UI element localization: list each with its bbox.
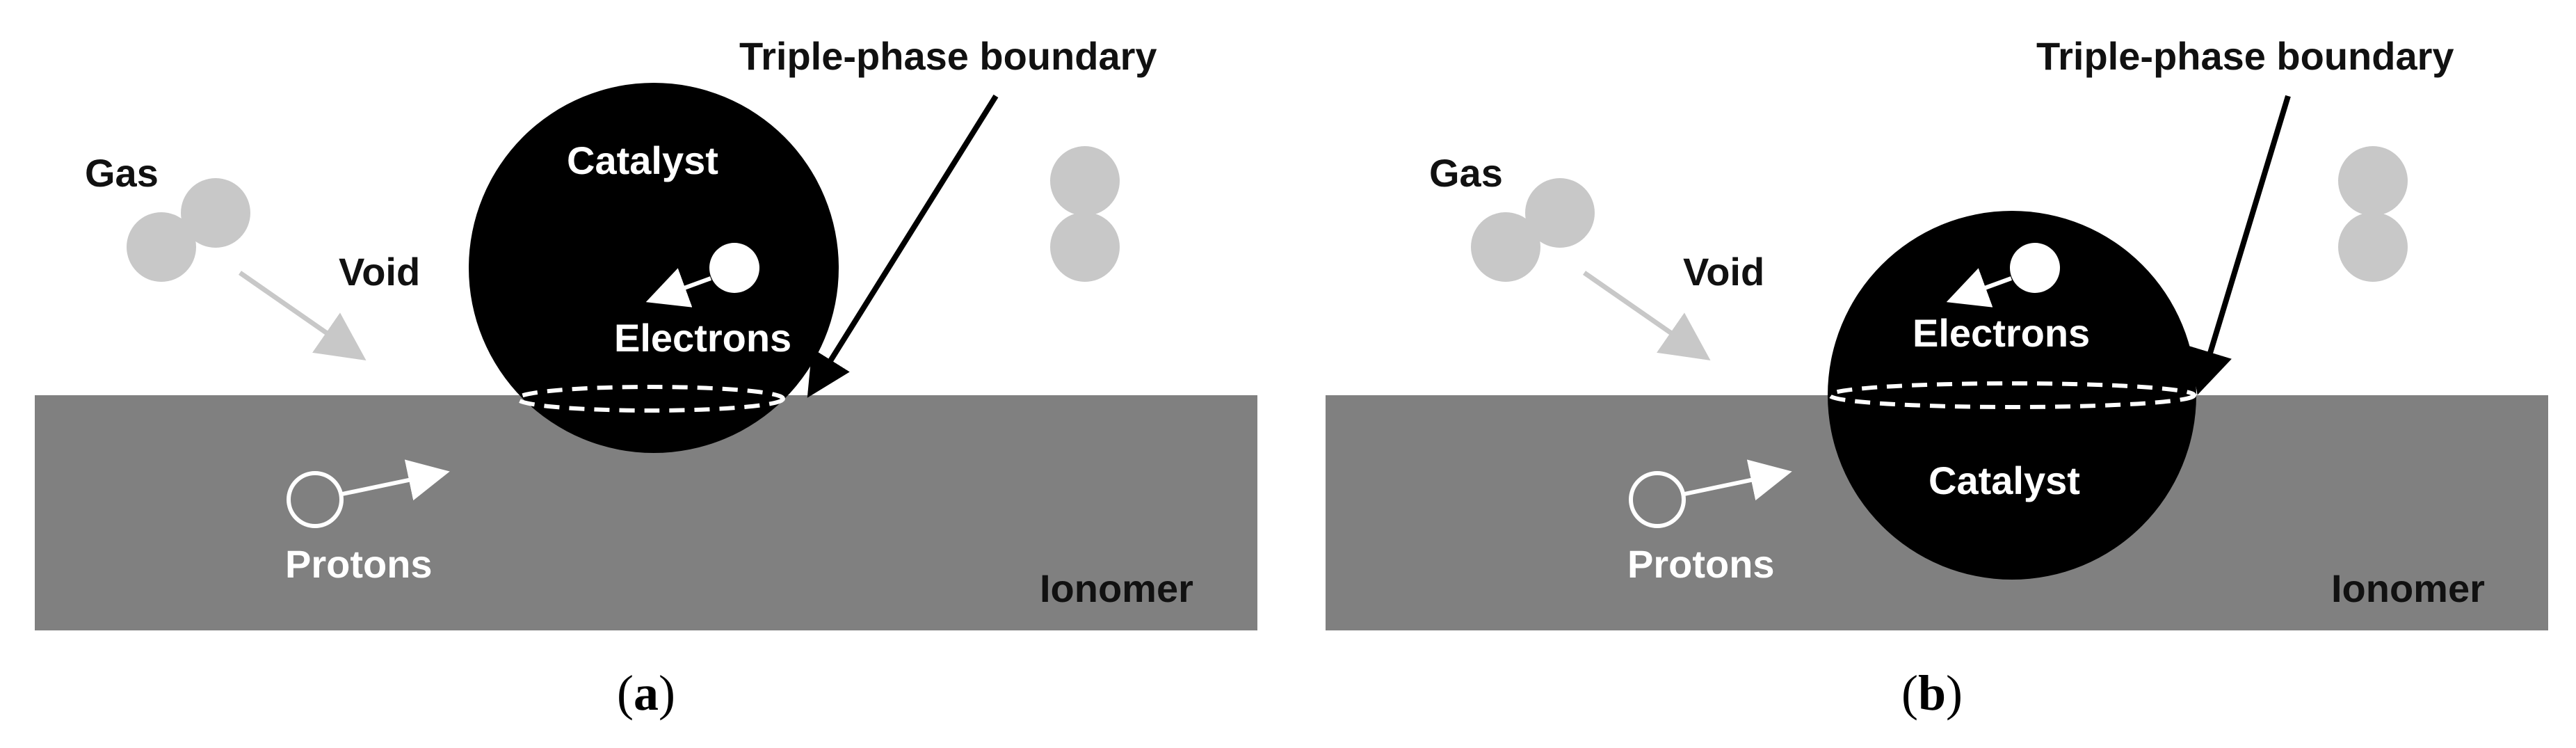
label-catalyst: Catalyst bbox=[567, 138, 718, 182]
gas-atom bbox=[2338, 146, 2408, 216]
gas-molecule bbox=[1471, 178, 1595, 282]
panel-caption-a: (a) bbox=[617, 665, 675, 721]
proton bbox=[1629, 471, 1686, 528]
tpb-pointer-arrow bbox=[2189, 95, 2291, 395]
gas-molecule-vertical bbox=[2338, 146, 2408, 282]
label-protons: Protons bbox=[285, 542, 433, 586]
label-tpb: Triple-phase boundary bbox=[739, 34, 1157, 78]
tpb-dashed-ellipse bbox=[1828, 381, 2196, 409]
gas-molecule bbox=[127, 178, 250, 282]
panel-b: Gas Void Electrons Catalyst Protons Iono… bbox=[1326, 34, 2548, 721]
catalyst-particle bbox=[1828, 211, 2196, 580]
label-ionomer: Ionomer bbox=[1040, 566, 1193, 610]
tpb-pointer-arrow bbox=[807, 94, 999, 398]
tpb-dashed-ellipse bbox=[515, 385, 785, 413]
gas-molecule-vertical bbox=[1050, 146, 1120, 282]
proton bbox=[287, 471, 344, 528]
electron-arrow bbox=[1946, 268, 2013, 308]
label-protons: Protons bbox=[1627, 542, 1775, 586]
label-tpb: Triple-phase boundary bbox=[2036, 34, 2454, 78]
label-gas: Gas bbox=[1429, 151, 1503, 195]
panel-a: Gas Void Catalyst Electrons Protons Iono… bbox=[35, 34, 1257, 721]
catalyst-particle bbox=[469, 83, 839, 453]
gas-diffusion-arrow bbox=[239, 271, 367, 360]
gas-atom bbox=[127, 212, 196, 282]
label-gas: Gas bbox=[85, 151, 159, 195]
gas-atom bbox=[2338, 212, 2408, 282]
gas-atom bbox=[1050, 212, 1120, 282]
proton-arrow bbox=[341, 459, 450, 501]
electron bbox=[2010, 243, 2060, 293]
electron-arrow bbox=[645, 268, 712, 308]
panel-caption-b: (b) bbox=[1901, 665, 1963, 721]
gas-atom bbox=[1050, 146, 1120, 216]
gas-atom bbox=[1471, 212, 1540, 282]
gas-diffusion-arrow bbox=[1583, 271, 1711, 360]
label-catalyst: Catalyst bbox=[1929, 459, 2080, 502]
label-ionomer: Ionomer bbox=[2331, 566, 2485, 610]
label-electrons: Electrons bbox=[614, 316, 791, 360]
gas-atom bbox=[181, 178, 250, 248]
electron bbox=[709, 243, 759, 293]
label-void: Void bbox=[339, 250, 420, 294]
gas-atom bbox=[1525, 178, 1595, 248]
proton-arrow bbox=[1684, 459, 1792, 501]
label-electrons: Electrons bbox=[1913, 311, 2090, 355]
label-void: Void bbox=[1683, 250, 1764, 294]
